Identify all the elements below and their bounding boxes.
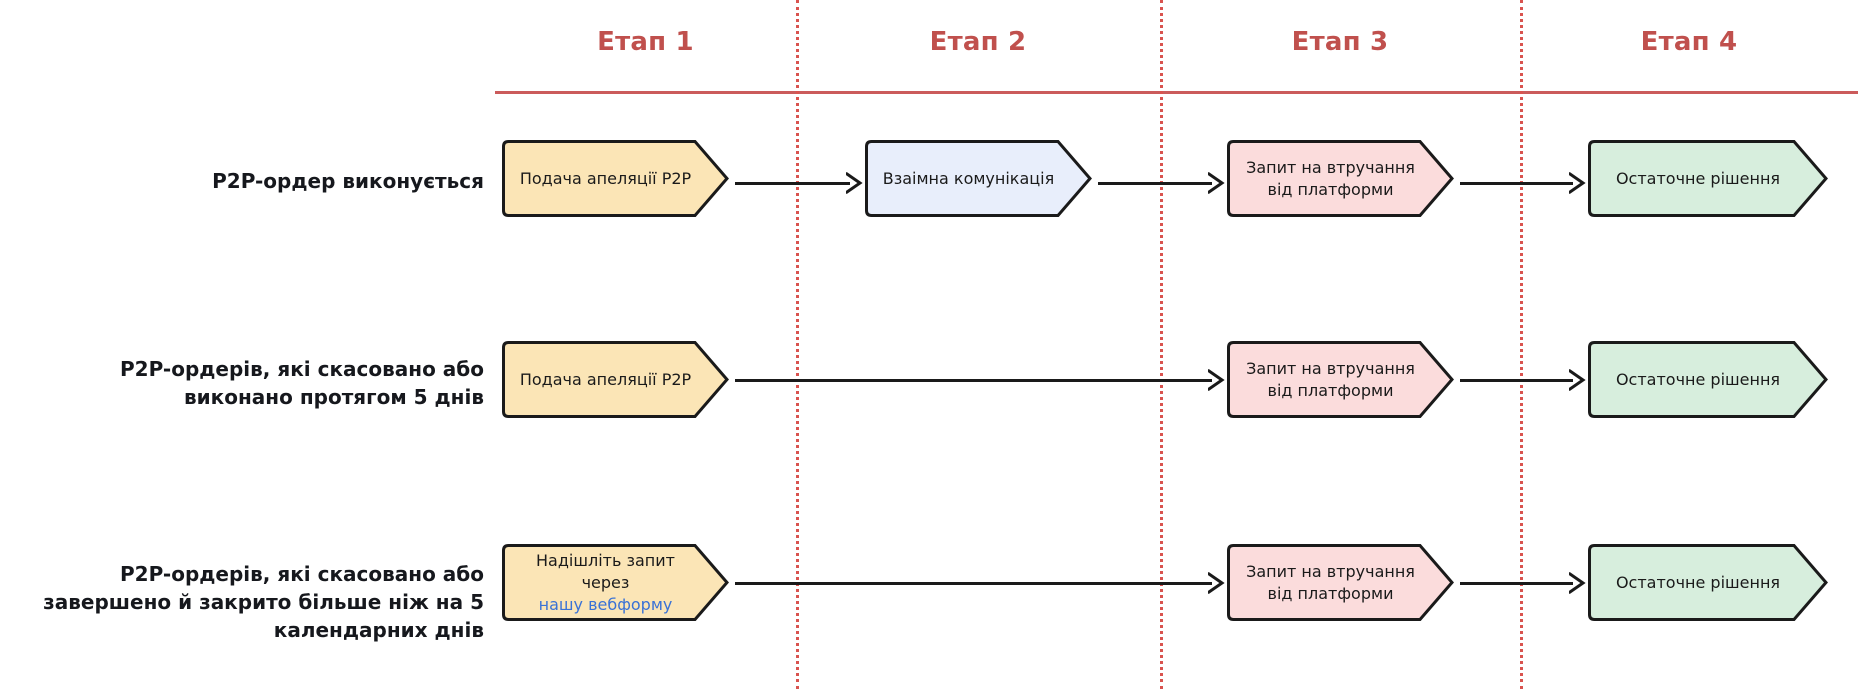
arrowhead-icon <box>1567 171 1587 198</box>
node-shape <box>502 544 729 621</box>
connector-1-to-3 <box>735 582 1212 585</box>
node-shape <box>1588 341 1828 418</box>
connector-1-to-2 <box>735 182 850 185</box>
node-shape <box>1588 140 1828 217</box>
connector-3-to-4 <box>1460 379 1573 382</box>
connector-3-to-4 <box>1460 582 1573 585</box>
node-shape <box>1227 140 1454 217</box>
stage-divider-3 <box>1520 0 1523 689</box>
arrowhead-icon <box>1567 368 1587 395</box>
node-shape <box>865 140 1092 217</box>
node-final-decision[interactable]: Остаточне рішення <box>1588 341 1828 418</box>
node-shape <box>502 341 729 418</box>
arrowhead-icon <box>1206 171 1226 198</box>
connector-2-to-3 <box>1098 182 1212 185</box>
node-shape <box>502 140 729 217</box>
arrowhead-icon <box>1567 571 1587 598</box>
arrowhead-icon <box>1206 571 1226 598</box>
node-shape <box>1588 544 1828 621</box>
stage-header-3: Етап 3 <box>1291 27 1389 57</box>
node-final-decision[interactable]: Остаточне рішення <box>1588 140 1828 217</box>
connector-3-to-4 <box>1460 182 1573 185</box>
row-label-2: P2P-ордерів, які скасовано або виконано … <box>120 357 484 409</box>
node-appeal-submit[interactable]: Подача апеляції P2P <box>502 341 729 418</box>
row-label-1: P2P-ордер виконується <box>212 169 484 193</box>
node-mutual-communication[interactable]: Взаімна комунікація <box>865 140 1092 217</box>
stage-header-1: Етап 1 <box>597 27 694 57</box>
header-rule <box>495 91 1858 94</box>
arrowhead-icon <box>844 171 864 198</box>
node-platform-intervention[interactable]: Запит на втручання від платформи <box>1227 140 1454 217</box>
stage-divider-2 <box>1160 0 1163 689</box>
stage-header-2: Етап 2 <box>929 27 1027 57</box>
node-platform-intervention[interactable]: Запит на втручання від платформи <box>1227 341 1454 418</box>
node-shape <box>1227 544 1454 621</box>
arrowhead-icon <box>1206 368 1226 395</box>
node-shape <box>1227 341 1454 418</box>
stage-divider-1 <box>796 0 799 689</box>
node-platform-intervention[interactable]: Запит на втручання від платформи <box>1227 544 1454 621</box>
node-final-decision[interactable]: Остаточне рішення <box>1588 544 1828 621</box>
stage-header-4: Етап 4 <box>1640 27 1738 57</box>
row-label-3: P2P-ордерів, які скасовано або завершено… <box>43 562 484 642</box>
node-appeal-submit[interactable]: Подача апеляції P2P <box>502 140 729 217</box>
connector-1-to-3 <box>735 379 1212 382</box>
